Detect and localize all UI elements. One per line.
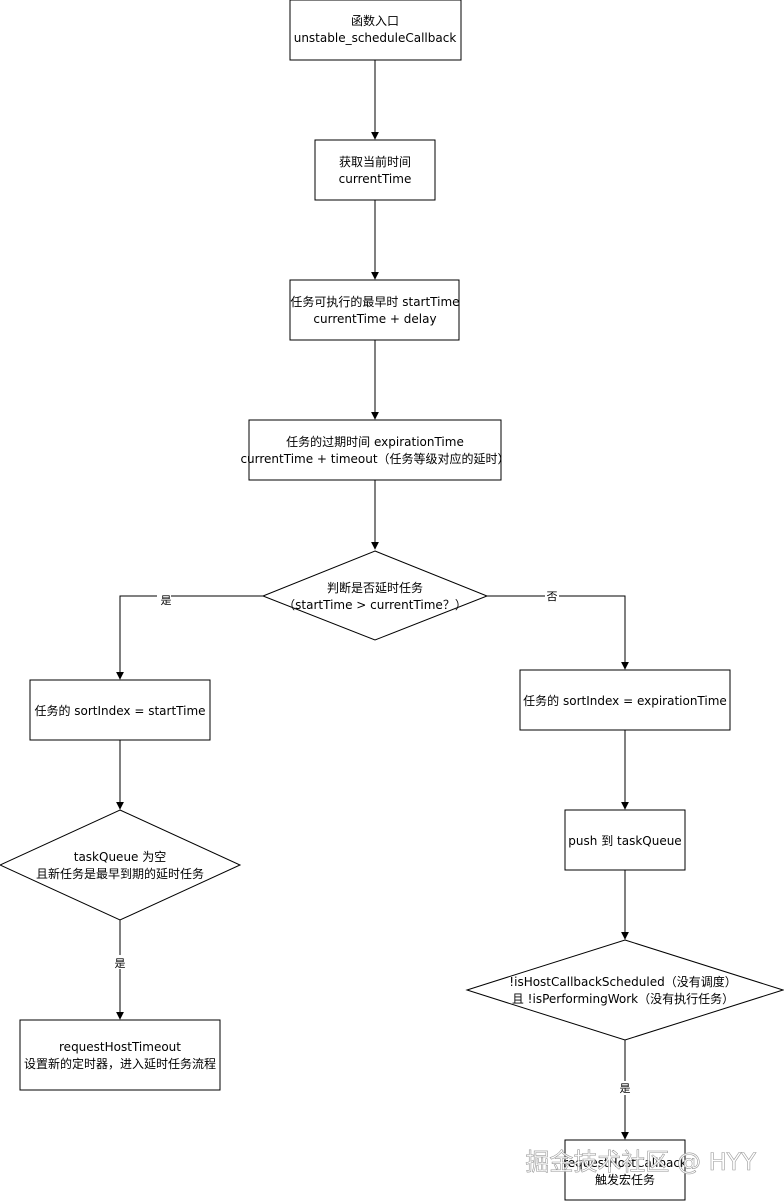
node-start-time-line2: currentTime + delay [313,312,436,326]
node-sort-start: 任务的 sortIndex = startTime [29,679,211,741]
node-is-delayed-line1: 判断是否延时任务 [327,580,423,595]
node-push-queue-line1: push 到 taskQueue [568,834,681,848]
node-expiration-time-line1: 任务的过期时间 expirationTime [286,434,464,449]
connectors [116,60,629,1140]
node-queue-empty-line1: taskQueue 为空 [74,850,167,864]
edge-decision-yes [116,595,263,680]
node-expiration-time: 任务的过期时间 expirationTime currentTime + tim… [240,419,510,481]
node-host-callback-decision: !isHostCallbackScheduled（没有调度） 且 !isPerf… [465,939,784,1041]
node-queue-empty-line2: 且新任务是最早到期的延时任务 [36,866,204,881]
node-request-callback: requestHostCallback 触发宏任务 [563,1139,687,1201]
node-host-callback-line1: !isHostCallbackScheduled（没有调度） [509,974,736,989]
node-start-time: 任务可执行的最早时 startTime currentTime + delay [289,279,460,341]
node-entry-line2: unstable_scheduleCallback [294,31,457,45]
node-is-delayed-line2: （startTime > currentTime？） [283,598,467,612]
node-request-timeout-line1: requestHostTimeout [59,1040,181,1054]
edge-labels: 是 否 是 是 [113,589,632,1095]
node-sort-expiration: 任务的 sortIndex = expirationTime [519,669,731,731]
edge-label-queue-yes: 是 [115,957,126,970]
edge-label-host-yes: 是 [620,1082,631,1095]
node-current-time: 获取当前时间 currentTime [314,139,436,201]
node-host-callback-line2: 且 !isPerformingWork（没有执行任务） [512,991,734,1006]
node-queue-empty-decision: taskQueue 为空 且新任务是最早到期的延时任务 [0,809,242,921]
node-request-callback-line1: requestHostCallback [563,1156,687,1170]
node-start-time-line1: 任务可执行的最早时 startTime [290,294,459,309]
node-is-delayed-decision: 判断是否延时任务 （startTime > currentTime？） [261,550,489,641]
node-sort-expiration-line1: 任务的 sortIndex = expirationTime [523,693,727,708]
edge-label-delayed-yes: 是 [161,594,172,607]
edge-decision-no [487,595,629,670]
node-entry: 函数入口 unstable_scheduleCallback [289,0,462,61]
node-sort-start-line1: 任务的 sortIndex = startTime [34,703,205,718]
node-current-time-line1: 获取当前时间 [339,154,411,169]
node-push-queue: push 到 taskQueue [564,809,686,871]
node-expiration-time-line2: currentTime + timeout（任务等级对应的延时） [240,451,509,466]
node-request-timeout: requestHostTimeout 设置新的定时器，进入延时任务流程 [19,1019,221,1091]
node-request-callback-line2: 触发宏任务 [595,1172,655,1187]
edge-label-delayed-no: 否 [547,590,558,603]
node-request-timeout-line2: 设置新的定时器，进入延时任务流程 [24,1056,216,1071]
node-current-time-line2: currentTime [339,172,412,186]
watermark: 掘金技术社区 @ HYY [525,1148,756,1176]
node-entry-line1: 函数入口 [351,13,399,28]
